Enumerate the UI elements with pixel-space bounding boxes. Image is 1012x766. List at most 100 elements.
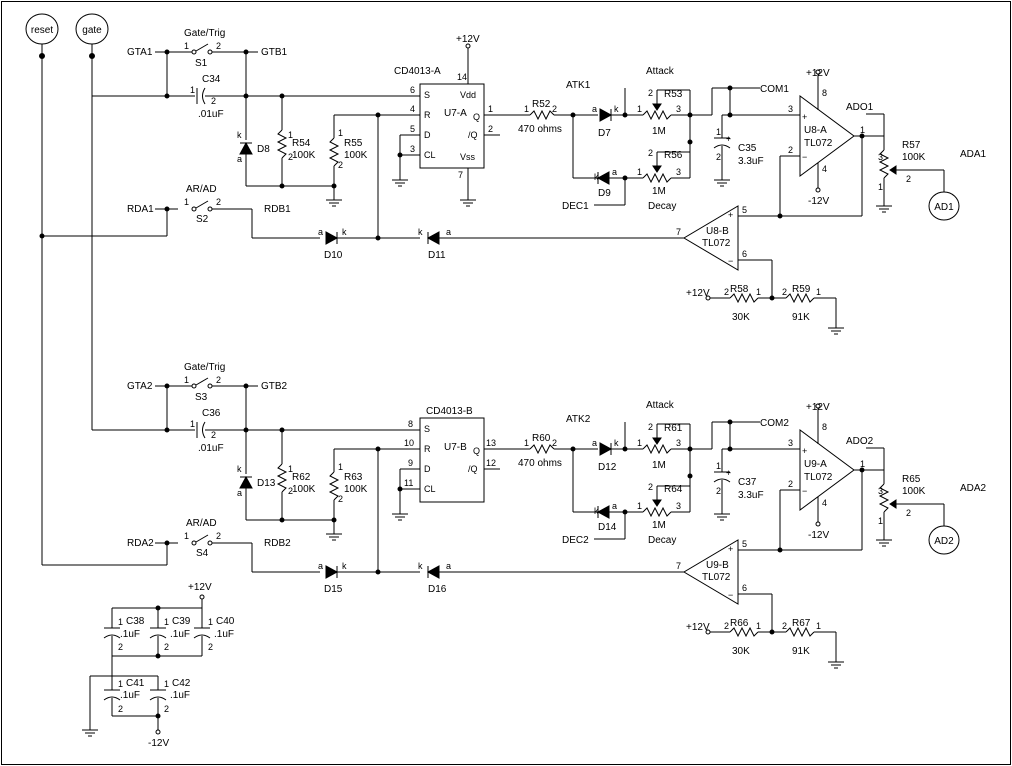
svg-text:1: 1 [756, 621, 761, 631]
gate-label: gate [82, 25, 102, 36]
svg-text:a: a [237, 154, 242, 164]
svg-text:2: 2 [906, 174, 911, 184]
r65-val: 100K [902, 486, 926, 497]
switch-s2-ref: S2 [196, 214, 209, 225]
svg-text:a: a [318, 561, 323, 571]
svg-text:3: 3 [878, 152, 883, 162]
ad1-connector [928, 191, 960, 221]
rda2-label: RDA2 [127, 538, 154, 549]
svg-text:R: R [424, 444, 431, 454]
svg-text:/Q: /Q [468, 130, 478, 140]
svg-text:7: 7 [676, 561, 681, 571]
svg-text:1: 1 [164, 617, 169, 627]
svg-text:2: 2 [648, 148, 653, 158]
dec1-label: DEC1 [562, 201, 589, 212]
r58-val: 30K [732, 312, 750, 323]
ff-a-body [419, 83, 485, 169]
svg-text:1: 1 [637, 501, 642, 511]
decay2-label: Decay [648, 535, 676, 546]
r57-ref: R57 [902, 140, 921, 151]
svg-text:k: k [614, 438, 619, 448]
svg-text:C40: C40 [216, 616, 235, 627]
d13-ref: D13 [257, 478, 276, 489]
svg-text:3: 3 [788, 104, 793, 114]
r57-val: 100K [902, 152, 926, 163]
bypass-capacitors: +12V 1 2 C38 .1uF 1 2 C39 .1uF [82, 582, 235, 749]
svg-text:1: 1 [184, 375, 189, 385]
d15-ref: D15 [324, 584, 343, 595]
d12-ref: D12 [598, 462, 617, 473]
com1-label: COM1 [760, 84, 789, 95]
cap-c42: 1 2 C42 .1uF [149, 676, 191, 716]
svg-text:3: 3 [676, 167, 681, 177]
svg-text:6: 6 [742, 249, 747, 259]
svg-text:1: 1 [637, 167, 642, 177]
svg-text:2: 2 [164, 704, 169, 714]
svg-text:3: 3 [410, 144, 415, 154]
switch-s1-ref: S1 [195, 58, 208, 69]
svg-text:1: 1 [524, 438, 529, 448]
svg-text:2: 2 [716, 152, 721, 162]
r52-val: 470 ohms [518, 124, 562, 135]
svg-text:2: 2 [338, 160, 343, 170]
svg-text:+12V: +12V [686, 288, 710, 299]
svg-text:Q: Q [473, 446, 480, 456]
svg-text:R: R [424, 110, 431, 120]
svg-text:a: a [612, 167, 617, 177]
svg-text:2: 2 [208, 642, 213, 652]
svg-text:a: a [446, 561, 451, 571]
svg-text:k: k [418, 227, 423, 237]
u8b-part: TL072 [702, 238, 731, 249]
svg-text:1: 1 [716, 127, 721, 137]
svg-text:2: 2 [724, 287, 729, 297]
ado2-label: ADO2 [846, 436, 874, 447]
svg-text:D: D [424, 464, 431, 474]
svg-text:2: 2 [552, 438, 557, 448]
svg-text:D: D [424, 130, 431, 140]
svg-text:k: k [418, 561, 423, 571]
ado1-label: ADO1 [846, 102, 874, 113]
svg-text:+: + [802, 446, 807, 456]
svg-text:14: 14 [457, 72, 467, 82]
c36-ref: C36 [202, 408, 221, 419]
ad1-label: AD1 [934, 202, 954, 213]
svg-text:C41: C41 [126, 678, 145, 689]
svg-text:+12V: +12V [188, 582, 212, 593]
r63-ref: R63 [344, 472, 363, 483]
svg-text:3: 3 [676, 104, 681, 114]
svg-text:1: 1 [184, 41, 189, 51]
svg-text:Q: Q [473, 112, 480, 122]
svg-text:k: k [237, 130, 242, 140]
svg-text:3: 3 [788, 438, 793, 448]
svg-text:-12V: -12V [148, 738, 169, 749]
svg-text:1: 1 [288, 464, 293, 474]
svg-text:k: k [342, 227, 347, 237]
svg-text:Vss: Vss [460, 152, 476, 162]
switch-s4-ref: S4 [196, 548, 209, 559]
svg-text:11: 11 [404, 478, 413, 488]
svg-text:-12V: -12V [808, 196, 829, 207]
svg-text:2: 2 [648, 482, 653, 492]
svg-text:1: 1 [860, 125, 865, 135]
svg-text:6: 6 [410, 85, 415, 95]
r54-ref: R54 [292, 138, 311, 149]
svg-text:3: 3 [878, 486, 883, 496]
ada1-label: ADA1 [960, 149, 987, 160]
svg-text:2: 2 [288, 486, 293, 496]
switch-s1-name: Gate/Trig [184, 28, 225, 39]
r61-ref: R61 [664, 423, 683, 434]
svg-text:4: 4 [410, 104, 415, 114]
svg-text:5: 5 [410, 124, 415, 134]
svg-text:a: a [446, 227, 451, 237]
svg-text:/Q: /Q [468, 464, 478, 474]
r62-ref: R62 [292, 472, 311, 483]
reset-connector: reset [25, 13, 59, 565]
gtb2-label: GTB2 [261, 381, 288, 392]
svg-text:1: 1 [338, 128, 343, 138]
svg-text:4: 4 [822, 498, 827, 508]
ff-b-ref: U7-B [444, 442, 467, 453]
svg-text:2: 2 [648, 422, 653, 432]
svg-text:.1uF: .1uF [120, 690, 140, 701]
r67-val: 91K [792, 646, 810, 657]
